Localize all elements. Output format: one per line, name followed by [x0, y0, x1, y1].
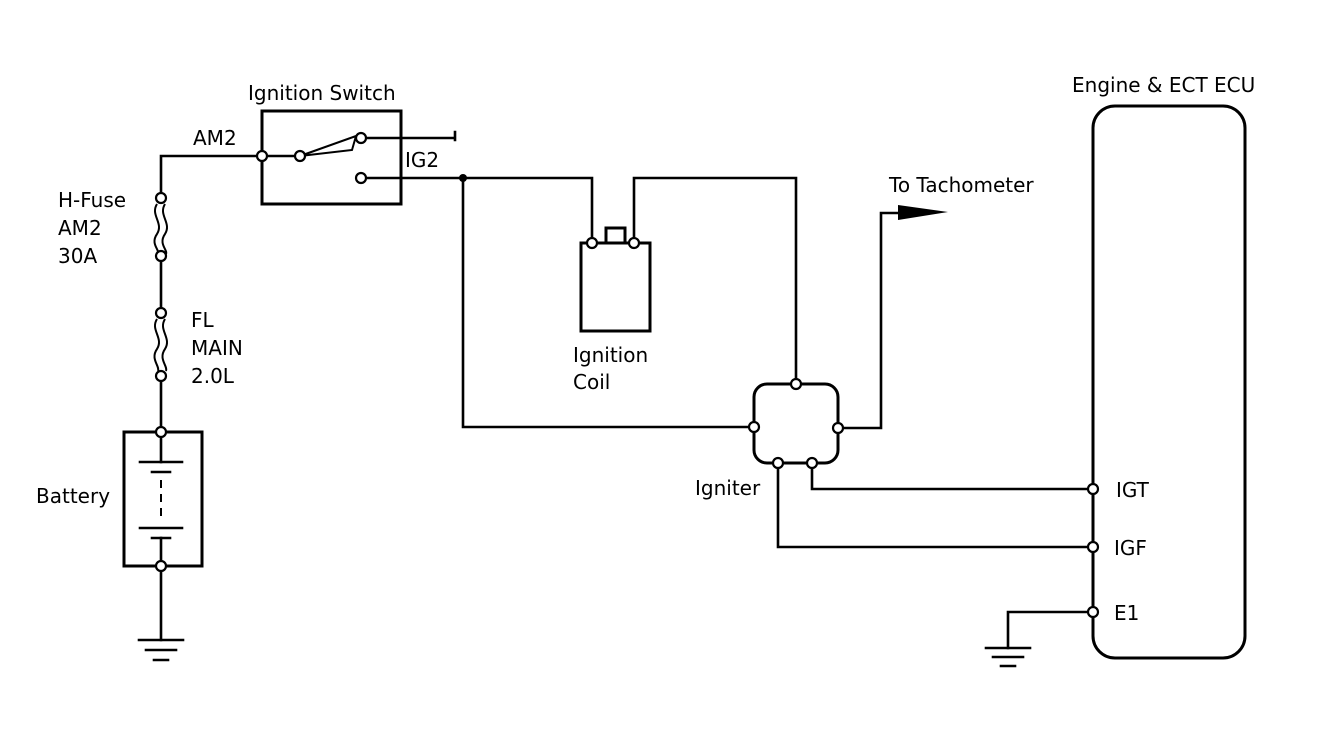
label-e1: E1 [1114, 601, 1139, 625]
wire-hfuse-to-am2 [159, 154, 264, 200]
h-fuse-terminal-bottom [154, 249, 168, 263]
wire-igt [810, 461, 1095, 491]
wire-coil-to-igniter [632, 176, 798, 386]
h-fuse-element-b [161, 203, 168, 255]
wire-igf [776, 461, 1095, 549]
h-fuse-terminal-top [154, 191, 168, 205]
wire-switch-stub [360, 130, 457, 142]
battery-terminal-top [154, 425, 168, 439]
label-hfuse-3: 30A [58, 244, 97, 268]
terminal-ig2 [354, 171, 368, 185]
ground-battery [137, 638, 185, 662]
fl-element-a [153, 318, 160, 372]
fl-terminal-top [154, 306, 168, 320]
wire-ig2-to-igniter [461, 176, 756, 429]
ignition-switch [255, 109, 403, 206]
label-coil-1: Ignition [573, 343, 648, 367]
label-coil-2: Coil [573, 370, 610, 394]
fl-terminal-bottom [154, 369, 168, 383]
label-ig2: IG2 [405, 148, 439, 172]
h-fuse [153, 191, 168, 263]
labels: Ignition Switch AM2 IG2 H-Fuse AM2 30A F… [36, 73, 1255, 625]
ecu [1086, 104, 1247, 660]
ground-symbol-ecu [984, 646, 1032, 668]
h-fuse-element-a [153, 203, 160, 255]
igniter-terminal-igf [771, 456, 785, 470]
terminal-am2 [255, 149, 269, 163]
igniter-terminal-right [831, 421, 845, 435]
ecu-terminal-igf [1086, 540, 1100, 554]
label-hfuse-2: AM2 [58, 216, 102, 240]
igniter-terminal-top [789, 377, 803, 391]
label-fl-1: FL [191, 308, 215, 332]
igniter [747, 377, 845, 470]
label-ignition-switch: Ignition Switch [248, 81, 396, 105]
ignition-coil [579, 226, 652, 333]
fusible-link [153, 306, 168, 383]
igniter-box [752, 382, 840, 465]
junction-dot [459, 174, 467, 182]
coil-terminal-right [627, 236, 641, 250]
battery [122, 425, 204, 573]
tachometer-arrow-icon [898, 205, 948, 220]
igniter-terminal-igt [805, 456, 819, 470]
label-to-tachometer: To Tachometer [888, 173, 1034, 197]
ecu-box [1091, 104, 1247, 660]
fl-element-b [161, 318, 168, 372]
label-fl-2: MAIN [191, 336, 243, 360]
ground-symbol-battery [137, 638, 185, 662]
ground-ecu [984, 646, 1032, 668]
battery-box [122, 430, 204, 568]
switch-contact-upper [354, 131, 368, 145]
coil-terminal-left [585, 236, 599, 250]
ignition-coil-tower [604, 226, 627, 245]
ecu-terminal-e1 [1086, 605, 1100, 619]
label-hfuse-1: H-Fuse [58, 188, 126, 212]
label-battery: Battery [36, 484, 110, 508]
wire-ig2-to-coil [359, 176, 594, 245]
battery-terminal-bottom [154, 559, 168, 573]
wire-e1-to-ground [1006, 610, 1095, 650]
ecu-terminal-igt [1086, 482, 1100, 496]
label-igniter: Igniter [695, 476, 761, 500]
label-fl-3: 2.0L [191, 364, 235, 388]
ignition-switch-box [260, 109, 403, 206]
label-igf: IGF [1114, 536, 1147, 560]
igniter-terminal-left [747, 420, 761, 434]
switch-lever [299, 134, 358, 157]
label-am2: AM2 [193, 126, 237, 150]
label-igt: IGT [1116, 478, 1150, 502]
ignition-coil-body [579, 241, 652, 333]
wire-to-tachometer [836, 211, 902, 430]
switch-pivot [293, 149, 307, 163]
label-ecu: Engine & ECT ECU [1072, 73, 1255, 97]
wires [159, 130, 1095, 650]
